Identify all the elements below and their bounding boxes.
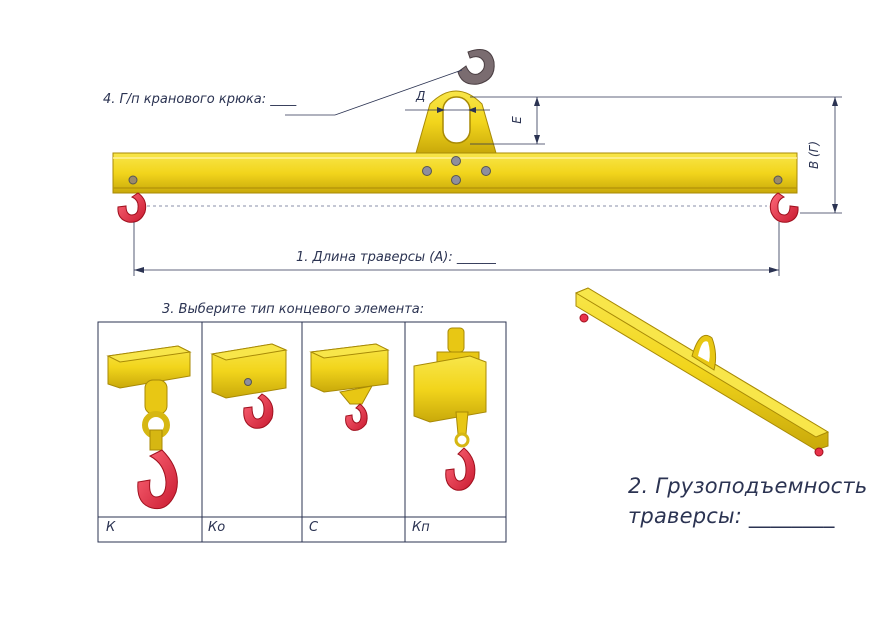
end-element-title: 3. Выберите тип концевого элемента: <box>162 302 425 317</box>
end-type-kp-image <box>413 327 487 491</box>
dimension-b-label: В (Г) <box>807 140 822 170</box>
end-type-ko-image <box>210 343 288 429</box>
dimension-e-label: Е <box>509 116 524 124</box>
lifting-eye <box>415 90 497 154</box>
main-beam <box>112 152 798 194</box>
crane-hook-capacity-label: 4. Г/п кранового крюка: ____ <box>103 92 297 107</box>
end-type-k-option[interactable]: К <box>106 520 116 535</box>
end-type-ko-option[interactable]: Ко <box>208 520 226 535</box>
dimension-lines <box>133 69 842 276</box>
end-type-k-image <box>106 345 192 510</box>
capacity-label-line2: траверсы: ________ <box>628 504 835 528</box>
dimension-d-label: Д <box>416 89 426 103</box>
crane-hook-icon <box>457 49 495 85</box>
traverse-3d-view <box>574 287 830 457</box>
left-end-hook-icon <box>117 192 147 223</box>
traverse-length-label: 1. Длина траверсы (А): ______ <box>296 250 496 265</box>
capacity-label-line1: 2. Грузоподъемность <box>628 474 868 498</box>
end-type-c-image <box>309 343 390 431</box>
dimension-arrows <box>134 97 838 273</box>
end-type-table <box>97 321 507 543</box>
end-type-c-option[interactable]: С <box>309 520 319 535</box>
end-type-kp-option[interactable]: Кп <box>412 520 430 535</box>
right-end-hook-icon <box>769 192 799 223</box>
